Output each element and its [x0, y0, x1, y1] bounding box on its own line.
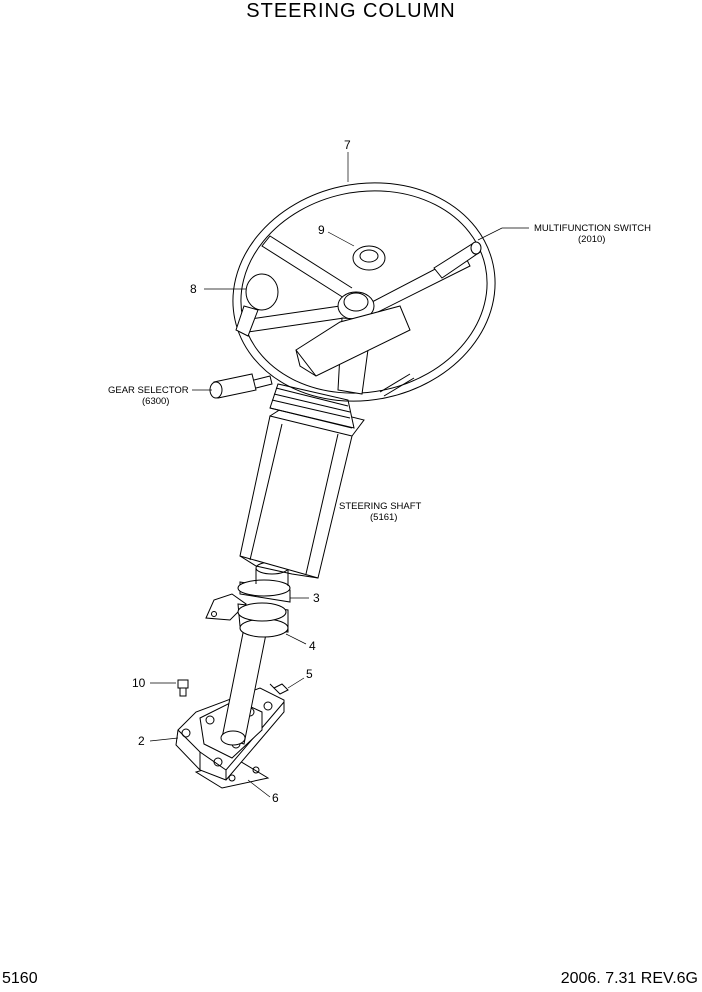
bolt-10	[177, 679, 189, 697]
callout-9: 9	[318, 223, 325, 237]
revision-date: 2006. 7.31 REV.6G	[560, 970, 698, 987]
page-title: STEERING COLUMN	[246, 0, 456, 22]
bolt-5	[269, 683, 289, 695]
gear-selector-label: GEAR SELECTOR	[108, 385, 189, 396]
callout-6: 6	[272, 791, 279, 805]
callout-10: 10	[132, 676, 146, 690]
callout-5: 5	[306, 667, 313, 681]
steering-shaft-ref: (5161)	[370, 512, 397, 523]
multifunction-switch-label: MULTIFUNCTION SWITCH	[534, 223, 651, 234]
callout-2: 2	[138, 734, 145, 748]
steering-wheel	[232, 182, 496, 402]
bellows-boot	[269, 383, 355, 429]
spinner-knob	[235, 273, 279, 337]
leader-lines	[149, 152, 529, 798]
callout-3: 3	[313, 591, 320, 605]
clamp	[205, 593, 289, 638]
horn-button	[352, 245, 386, 271]
gear-selector-lever	[209, 373, 273, 399]
callout-7: 7	[344, 138, 351, 152]
column-housing	[239, 401, 365, 579]
multifunction-switch-ref: (2010)	[578, 234, 605, 245]
callout-4: 4	[309, 639, 316, 653]
steering-shaft-label: STEERING SHAFT	[339, 501, 422, 512]
page-number: 5160	[2, 970, 38, 987]
gear-selector-ref: (6300)	[142, 396, 169, 407]
callout-8: 8	[190, 282, 197, 296]
